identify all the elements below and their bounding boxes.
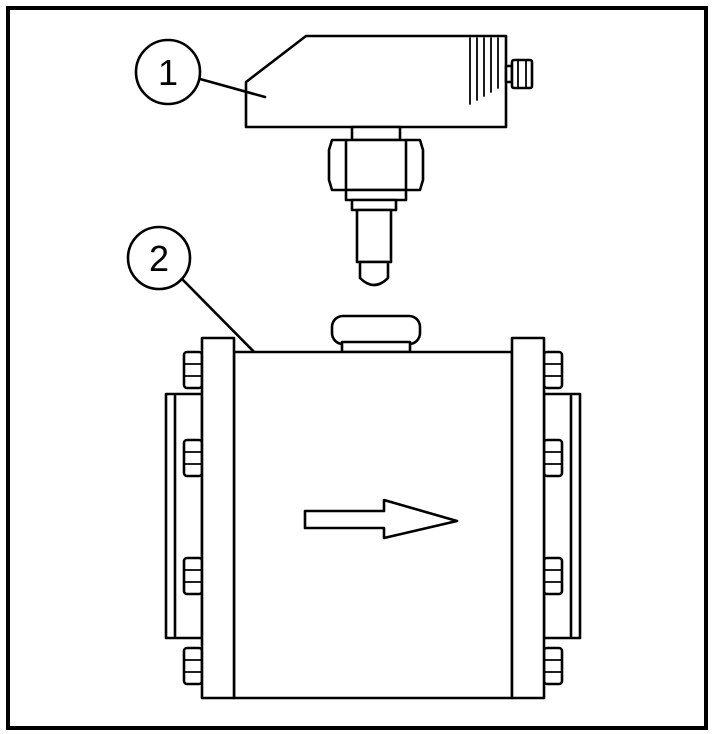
pipe-fitting [164,314,582,700]
bolt [182,646,204,686]
right-pipe-stub [542,392,582,640]
flow-direction-arrow [303,498,459,540]
sensor-hex-nut [327,138,425,202]
callout-1-number: 1 [158,52,178,93]
callout-2-leader [180,277,265,363]
bolt [542,556,564,596]
weld-boss [330,314,422,354]
bolt [182,438,204,478]
callout-2-number: 2 [149,238,169,279]
sensor-cooling-ribs [469,37,499,105]
callout-1-leader [198,77,267,99]
callout-2: 2 [126,225,265,363]
callout-1: 1 [134,38,267,106]
right-flange [510,336,546,700]
bolt [182,556,204,596]
bolt [542,438,564,478]
left-flange [200,336,236,700]
sensor [244,34,534,287]
sensor-probe [350,198,398,287]
bolt [542,646,564,686]
sensor-connector [504,58,534,90]
bolt [182,350,204,390]
diagram-frame [6,6,708,730]
bolt [542,350,564,390]
callout-2-circle [126,225,192,291]
sensor-neck [350,125,402,142]
callout-1-circle [134,38,202,106]
left-pipe-stub [164,392,204,640]
sensor-housing [244,34,508,129]
